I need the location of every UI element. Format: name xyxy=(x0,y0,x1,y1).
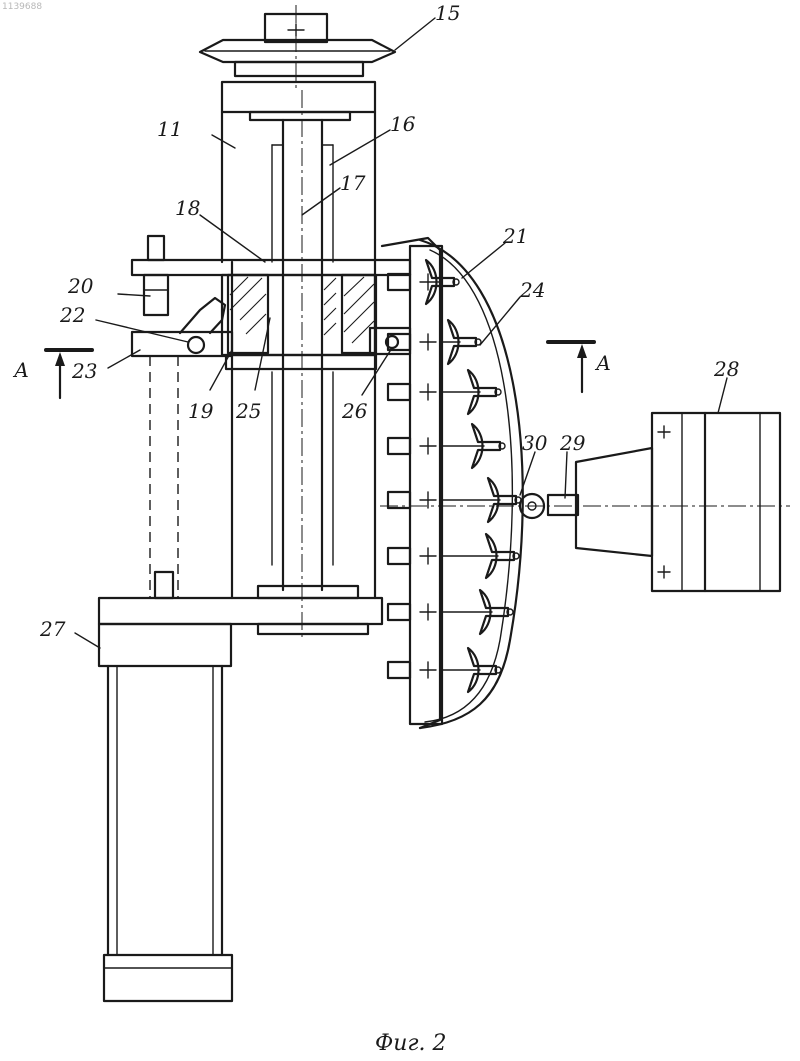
drive-28 xyxy=(576,413,780,591)
housing-11 xyxy=(222,82,375,598)
figure-caption: Фиг. 2 xyxy=(375,1031,447,1056)
reference-labels: 15 11 16 17 18 20 22 23 19 25 26 21 24 2… xyxy=(39,1,739,641)
spindle-17 xyxy=(272,90,333,640)
label-17: 17 xyxy=(340,171,366,195)
label-20: 20 xyxy=(67,274,94,298)
section-mark-right: А xyxy=(548,342,611,392)
label-15: 15 xyxy=(435,1,460,25)
stud-4 xyxy=(388,424,505,468)
stud-7 xyxy=(388,590,513,634)
stud-1 xyxy=(388,260,459,304)
label-11: 11 xyxy=(157,117,182,141)
label-24: 24 xyxy=(519,278,545,302)
base-plate xyxy=(99,586,382,634)
stud-3 xyxy=(388,370,501,414)
section-letter-right: А xyxy=(594,351,611,375)
section-letter-left: А xyxy=(12,358,29,382)
disc-drum-21 xyxy=(382,238,523,728)
label-16: 16 xyxy=(390,112,416,136)
label-26: 26 xyxy=(341,399,368,423)
label-28: 28 xyxy=(713,357,739,381)
label-21: 21 xyxy=(502,224,528,248)
pulley-15 xyxy=(200,5,395,90)
label-22: 22 xyxy=(59,303,85,327)
label-27: 27 xyxy=(39,617,66,641)
label-25: 25 xyxy=(235,399,261,423)
label-19: 19 xyxy=(188,399,214,423)
label-30: 30 xyxy=(522,431,548,455)
cylinder-27 xyxy=(99,624,232,1001)
label-23: 23 xyxy=(71,359,97,383)
document-id: 1139688 xyxy=(2,2,42,12)
slider-block xyxy=(132,236,410,598)
label-18: 18 xyxy=(175,196,200,220)
shoe-set-24 xyxy=(388,260,521,692)
stud-5 xyxy=(388,478,521,522)
stud-6 xyxy=(388,534,519,578)
label-29: 29 xyxy=(559,431,586,455)
stud-2 xyxy=(388,320,481,364)
